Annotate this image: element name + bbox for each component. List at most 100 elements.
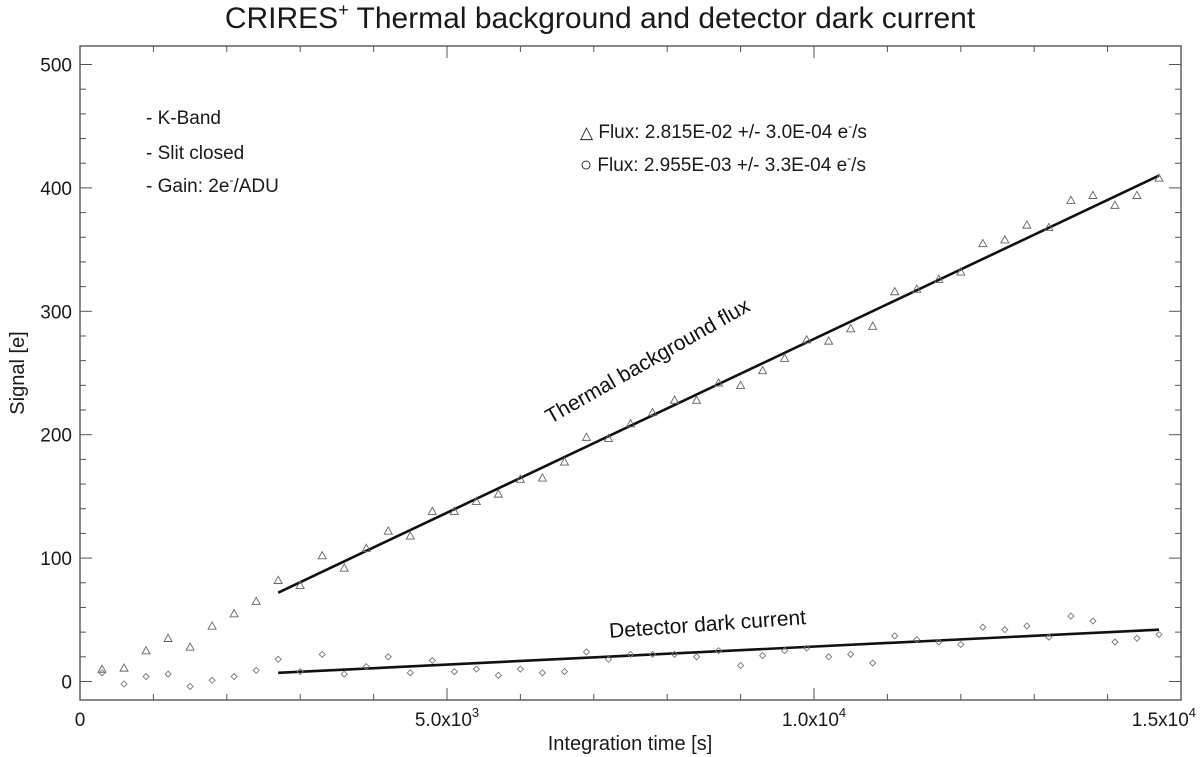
- diamond-marker: [384, 653, 392, 661]
- triangle-marker: [713, 377, 724, 387]
- triangle-marker: [1066, 195, 1076, 204]
- triangle-marker: [317, 550, 327, 560]
- triangle-marker: [361, 543, 372, 552]
- triangle-marker: [1022, 219, 1032, 229]
- diamond-marker: [164, 670, 172, 678]
- diamond-marker: [208, 676, 216, 684]
- diamond-marker: [1045, 633, 1053, 641]
- note-slit: - Slit closed: [146, 143, 245, 164]
- y-tick-label: 0: [61, 672, 72, 693]
- y-axis-label: Signal [e]: [7, 331, 29, 414]
- diamond-marker: [1133, 634, 1141, 642]
- x-tick-label: 1.0x104: [782, 705, 846, 731]
- diamond-marker: [296, 667, 304, 676]
- diamond-marker: [494, 671, 503, 679]
- x-tick-label: 1.5x104: [1132, 705, 1196, 731]
- y-tick-label: 100: [40, 549, 72, 570]
- diamond-marker: [825, 653, 833, 661]
- triangle-marker: [339, 563, 350, 572]
- triangle-marker: [471, 496, 482, 505]
- triangle-marker: [405, 530, 416, 540]
- diamond-marker: [340, 670, 348, 678]
- diamond-marker: [428, 656, 436, 665]
- triangle-marker: [537, 472, 548, 482]
- diamond-marker: [516, 665, 525, 673]
- diamond-marker: [318, 650, 326, 658]
- triangle-marker: [273, 575, 283, 584]
- chart-title: CRIRES+ Thermal background and detector …: [224, 0, 976, 35]
- y-tick-label: 500: [40, 56, 72, 77]
- triangle-marker: [581, 432, 592, 441]
- triangle-marker: [1154, 173, 1164, 182]
- data-points: [97, 173, 1164, 691]
- diamond-marker: [450, 667, 458, 676]
- diamond-marker: [935, 638, 943, 646]
- diamond-marker: [1089, 617, 1097, 625]
- triangle-icon: △: [580, 123, 594, 142]
- diamond-marker: [274, 655, 282, 663]
- diamond-marker: [142, 672, 150, 681]
- diamond-marker: [1023, 622, 1031, 630]
- triangle-marker: [559, 456, 570, 466]
- triangle-marker: [1088, 190, 1098, 199]
- triangle-marker: [449, 506, 460, 515]
- triangle-marker: [1110, 200, 1120, 209]
- diamond-marker: [869, 659, 877, 667]
- diamond-marker: [1111, 638, 1119, 646]
- diamond-marker: [98, 669, 106, 677]
- diamond-marker: [538, 669, 547, 677]
- plot-frame: [79, 45, 1182, 701]
- thermal-fit-label: Thermal background flux: [542, 294, 755, 428]
- triangle-marker: [141, 645, 151, 655]
- diamond-marker: [120, 680, 128, 688]
- diamond-marker: [670, 650, 679, 658]
- triangle-marker: [845, 323, 856, 333]
- diamond-marker: [230, 672, 238, 681]
- thermal-fit-line: [277, 174, 1160, 594]
- triangle-marker: [956, 266, 966, 276]
- x-axis-label: Integration time [s]: [548, 733, 713, 755]
- diamond-marker: [692, 653, 701, 661]
- triangle-marker: [757, 365, 768, 375]
- triangle-marker: [383, 526, 394, 535]
- diamond-marker: [847, 650, 855, 658]
- diamond-marker: [406, 669, 414, 677]
- triangle-marker: [1000, 234, 1010, 244]
- dark-current-fit-label: Detector dark current: [608, 606, 807, 643]
- diamond-marker: [957, 640, 965, 649]
- triangle-marker: [1132, 190, 1142, 199]
- triangle-marker: [823, 335, 834, 345]
- x-tick-label: 5.0x103: [415, 705, 479, 731]
- diamond-marker: [1001, 626, 1009, 634]
- diamond-marker: [891, 632, 899, 640]
- triangle-marker: [229, 608, 239, 618]
- triangle-marker: [603, 433, 614, 443]
- y-tick-label: 400: [40, 179, 72, 200]
- diamond-marker: [472, 665, 480, 673]
- diamond-marker: [252, 666, 260, 675]
- triangle-marker: [691, 395, 702, 404]
- diamond-marker: [758, 651, 767, 660]
- x-tick-label: 0: [75, 710, 86, 731]
- diamond-marker: [604, 655, 613, 663]
- triangle-marker: [669, 395, 680, 404]
- diamond-marker: [781, 647, 789, 655]
- diamond-marker: [803, 644, 811, 652]
- triangle-marker: [515, 474, 526, 483]
- triangle-marker: [911, 284, 922, 293]
- fit-lines: [277, 174, 1160, 675]
- triangle-marker: [119, 662, 129, 672]
- triangle-marker: [493, 489, 504, 498]
- triangle-marker: [1044, 222, 1054, 232]
- triangle-marker: [163, 633, 173, 642]
- triangle-marker: [295, 580, 305, 589]
- diamond-marker: [714, 647, 723, 655]
- triangle-marker: [647, 407, 658, 417]
- diamond-marker: [362, 663, 370, 671]
- diamond-marker: [582, 648, 591, 656]
- axis-ticks: [79, 46, 1182, 700]
- triangle-marker: [801, 334, 812, 344]
- diamond-marker: [1067, 612, 1075, 620]
- triangle-marker: [97, 664, 107, 673]
